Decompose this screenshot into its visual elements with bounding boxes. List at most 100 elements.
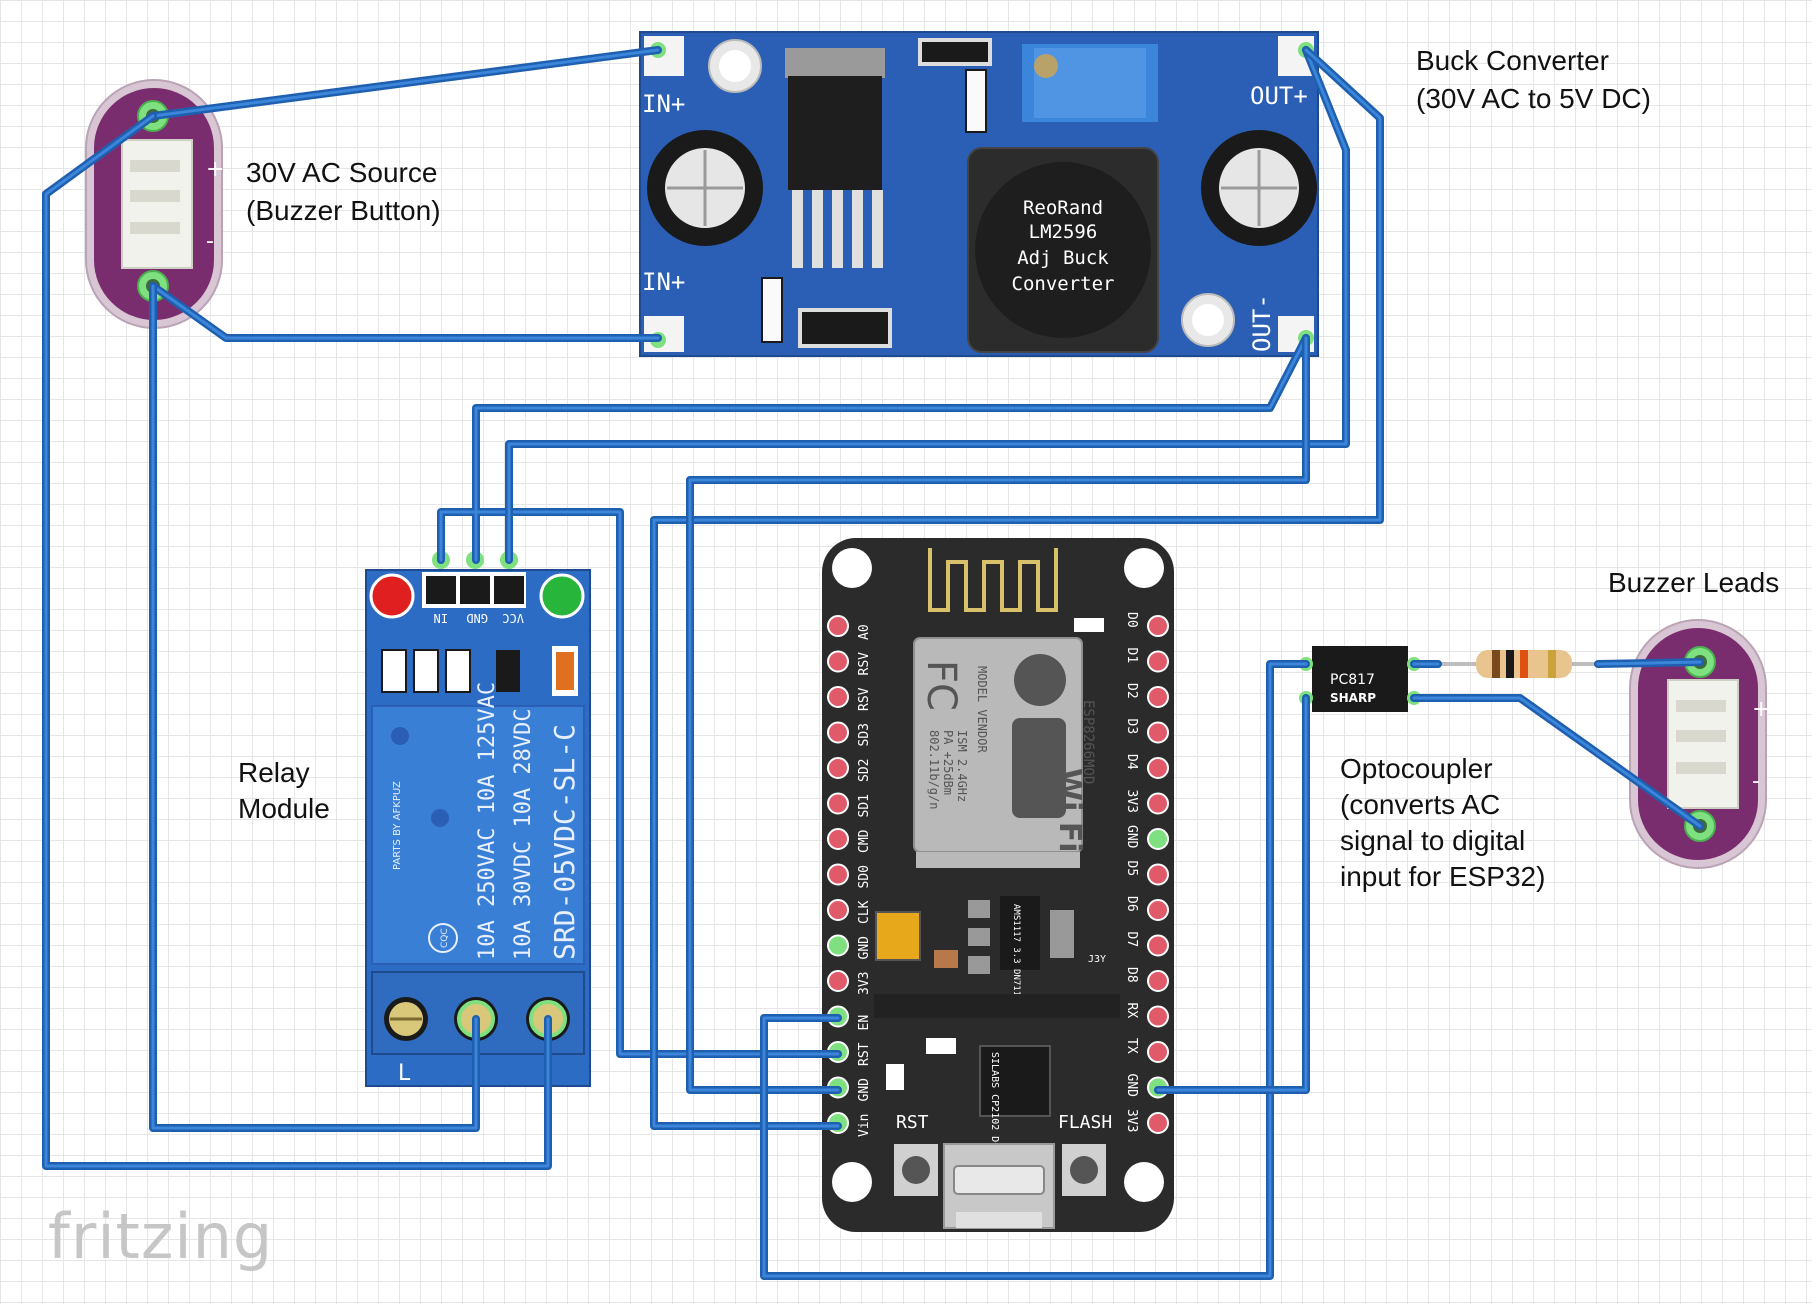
- wifi-logo-text: Wi Fi: [1052, 768, 1087, 853]
- esp-pin-left-a0[interactable]: [827, 615, 849, 637]
- esp-pin-label-right-d7: D7: [1124, 932, 1139, 948]
- wire-buck-outplus-right-highlight: [652, 48, 1382, 1128]
- relay-rating-text2: 10A 30VDC 10A 28VDC: [511, 708, 536, 960]
- esp-pin-label-right-d4: D4: [1124, 754, 1139, 770]
- esp-pin-label-left-rsv: RSV: [857, 687, 872, 711]
- relay-module[interactable]: IN GND VCC SRD-05VDC-SL-C 10A 250VAC 10A…: [365, 551, 591, 1087]
- esp-pin-label-left-rst: RST: [857, 1042, 872, 1066]
- esp-pin-left-sd1[interactable]: [827, 792, 849, 815]
- opto-label-line1: Optocoupler: [1340, 753, 1493, 784]
- module-name-text: ESP8266MOD: [1080, 700, 1096, 784]
- esp-pin-right-d5[interactable]: [1147, 863, 1169, 886]
- esp-pin-right-d2[interactable]: [1147, 686, 1169, 708]
- esp-pin-right-d0[interactable]: [1147, 615, 1169, 637]
- fc-logo-text: FC: [918, 660, 964, 711]
- esp-pin-right-3v3[interactable]: [1147, 1112, 1169, 1134]
- resistor[interactable]: [1438, 650, 1598, 678]
- esp-pin-right-gnd[interactable]: [1147, 828, 1169, 850]
- opto-brand-text: SHARP: [1330, 691, 1376, 705]
- esp-pin-left-sd3[interactable]: [827, 721, 849, 744]
- buck-subtitle: (30V AC to 5V DC): [1416, 83, 1651, 114]
- esp-pin-right-d1[interactable]: [1147, 650, 1169, 673]
- cqc-text: CQC: [440, 928, 450, 948]
- buck-converter-module[interactable]: ReoRand LM2596 Adj Buck Converter IN+ IN…: [639, 31, 1319, 357]
- esp-pin-right-tx[interactable]: [1147, 1041, 1169, 1063]
- esp-pin-right-d8[interactable]: [1147, 970, 1169, 992]
- wire-opto-to-buzzer-bottom-highlight: [1412, 696, 1702, 828]
- reg-chip-text: AMS1117 3.3 DN711: [1011, 904, 1021, 996]
- esp-pin-right-rx[interactable]: [1147, 1005, 1169, 1028]
- opto-label-line3: signal to digital: [1340, 825, 1526, 856]
- rst-button-label: RST: [896, 1112, 929, 1133]
- wire-ac-bottom-to-buck-in[interactable]: [149, 282, 662, 342]
- esp-pin-right-d4[interactable]: [1147, 757, 1169, 779]
- esp-pin-label-right-d5: D5: [1124, 861, 1139, 877]
- esp-pin-label-right-d3: D3: [1124, 719, 1139, 735]
- relay-terminal-label: L: [398, 1061, 411, 1086]
- esp-board[interactable]: Wi Fi FC MODEL VENDOR ESP8266MOD ISM 2.4…: [822, 538, 1174, 1232]
- esp-pin-left-clk[interactable]: [827, 899, 849, 921]
- esp-pin-label-left-cmd: CMD: [857, 829, 872, 853]
- esp-pin-label-right-d6: D6: [1124, 896, 1139, 912]
- wire-ac-top-to-buck-in-highlight: [151, 48, 660, 118]
- flash-button-label: FLASH: [1058, 1112, 1112, 1133]
- esp-pin-right-3v3[interactable]: [1147, 792, 1169, 815]
- optocoupler[interactable]: PC817 SHARP: [1299, 646, 1421, 712]
- wire-esp-gnd-to-opto[interactable]: [1154, 694, 1310, 1094]
- esp-pin-right-d7[interactable]: [1147, 934, 1169, 957]
- relay-label-line2: Module: [238, 793, 330, 824]
- ac-source-subtitle: (Buzzer Button): [246, 195, 441, 226]
- esp-pin-label-left-gnd: GND: [857, 1078, 872, 1102]
- esp-pin-label-left-gnd: GND: [857, 936, 872, 960]
- esp-pin-left-3v3[interactable]: [827, 970, 849, 992]
- plus-sign-right: +: [1752, 697, 1770, 722]
- buzzer-leads-connector[interactable]: + -: [1629, 619, 1770, 869]
- buzzer-leads-label: Buzzer Leads: [1608, 567, 1780, 598]
- ac-source-title: 30V AC Source: [246, 157, 438, 188]
- esp-pin-label-right-3v3: 3V3: [1124, 1109, 1139, 1132]
- relay-model-text: SRD-05VDC-SL-C: [548, 724, 581, 960]
- esp-pin-label-left-sd0: SD0: [857, 865, 872, 888]
- ac-source-connector[interactable]: + -: [85, 79, 224, 329]
- module-vendor-text: MODEL VENDOR: [975, 666, 989, 753]
- relay-pin-gnd-label: GND: [466, 611, 488, 625]
- wire-resistor-to-buzzer-highlight: [1596, 660, 1702, 666]
- wire-ac-bottom-to-buck-in-highlight: [151, 284, 660, 340]
- wire-ac-top-to-left-rail-highlight: [44, 114, 550, 1168]
- esp-pin-label-left-3v3: 3V3: [857, 972, 872, 995]
- esp-pin-left-cmd[interactable]: [827, 828, 849, 850]
- esp-pin-left-rsv[interactable]: [827, 686, 849, 708]
- esp-pin-left-sd0[interactable]: [827, 863, 849, 886]
- module-spec2-text: PA +25dBm: [941, 730, 955, 795]
- buck-in-plus-top-label: IN+: [642, 90, 685, 118]
- esp-pin-label-left-sd3: SD3: [857, 723, 872, 746]
- relay-brand-text: PARTS BY AFKPUZ: [392, 781, 403, 870]
- wire-ac-bottom-to-relay-highlight: [151, 284, 478, 1130]
- esp-pin-label-right-tx: TX: [1124, 1038, 1139, 1054]
- esp-pin-label-left-en: EN: [857, 1015, 872, 1031]
- buck-out-plus-label: OUT+: [1250, 82, 1308, 110]
- esp-pin-label-right-d8: D8: [1124, 967, 1139, 983]
- esp-pin-right-d3[interactable]: [1147, 721, 1169, 744]
- esp-pin-label-right-gnd: GND: [1124, 825, 1139, 849]
- esp-pin-label-right-d1: D1: [1124, 648, 1139, 664]
- esp-pin-left-rsv[interactable]: [827, 650, 849, 673]
- relay-pin-in-label: IN: [434, 611, 448, 625]
- esp-pin-label-left-vin: Vin: [857, 1114, 872, 1137]
- chip-text-line3: Adj Buck: [1017, 247, 1109, 269]
- plus-sign: +: [206, 157, 224, 182]
- esp-pin-label-left-sd2: SD2: [857, 759, 872, 782]
- esp-pin-label-right-rx: RX: [1124, 1003, 1139, 1019]
- module-spec1-text: ISM 2.4GHz: [955, 730, 969, 802]
- esp-pin-left-sd2[interactable]: [827, 757, 849, 779]
- esp-pin-right-d6[interactable]: [1147, 899, 1169, 921]
- minus-sign: -: [206, 229, 214, 254]
- relay-pin-vcc-label: VCC: [502, 611, 524, 625]
- esp-pin-label-right-gnd: GND: [1124, 1074, 1139, 1098]
- esp-pin-left-gnd[interactable]: [827, 934, 849, 957]
- buck-in-plus-bottom-label: IN+: [642, 268, 685, 296]
- opto-label-line2: (converts AC: [1340, 789, 1501, 820]
- opto-label-line4: input for ESP32): [1340, 861, 1546, 892]
- chip-text-line4: Converter: [1012, 273, 1115, 295]
